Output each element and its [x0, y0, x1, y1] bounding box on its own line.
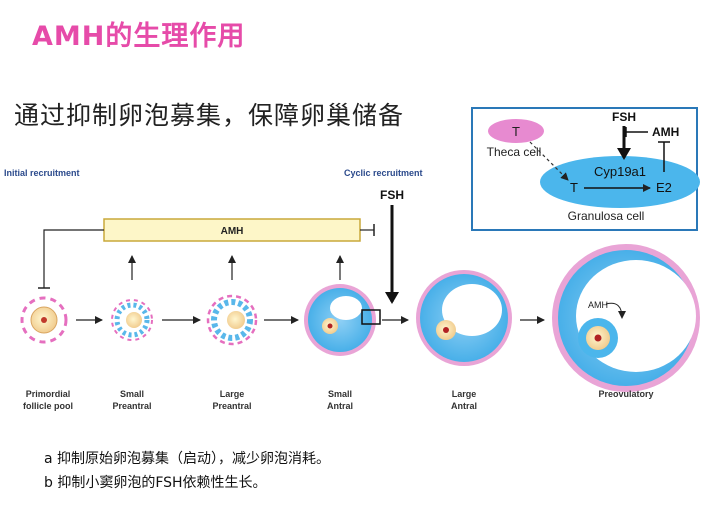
cyclic-recruitment-label: Cyclic recruitment	[344, 168, 423, 178]
stage-large-antral-line2: Antral	[451, 401, 477, 411]
stage-large-antral-line1: Large	[452, 389, 477, 399]
small-antral-follicle	[304, 284, 381, 356]
stage-primordial-line2: follicle pool	[23, 401, 73, 411]
stage-primordial-line1: Primordial	[26, 389, 71, 399]
note-a: a 抑制原始卵泡募集（启动），减少卵泡消耗。	[44, 451, 331, 467]
mechanism-inset: T Theca cell FSH AMH T Cyp19a1 E2 Granul…	[471, 107, 700, 231]
granulosa-cell-shape	[540, 156, 700, 208]
amh-follicle-diagram: T Theca cell FSH AMH T Cyp19a1 E2 Granul…	[4, 107, 700, 411]
stage-preovulatory-line1: Preovulatory	[598, 389, 653, 399]
theca-cell-shape	[488, 119, 544, 143]
preovulatory-follicle: AMH	[552, 244, 700, 392]
note-b: b 抑制小窦卵泡的FSH依赖性生长。	[44, 475, 267, 491]
amh-preovulatory-label: AMH	[588, 300, 608, 310]
fsh-main-label: FSH	[380, 188, 404, 202]
inset-callout-box	[361, 309, 381, 325]
page-title: AMH的生理作用	[32, 21, 246, 52]
inset-amh-label: AMH	[652, 125, 679, 139]
page-subtitle: 通过抑制卵泡募集，保障卵巢储备	[14, 101, 405, 130]
stage-small-preantral-line1: Small	[120, 389, 144, 399]
inset-enzyme-label: Cyp19a1	[594, 164, 646, 179]
stage-small-antral-line2: Antral	[327, 401, 353, 411]
inset-fsh-label: FSH	[612, 110, 636, 124]
stage-large-preantral-line1: Large	[220, 389, 245, 399]
inset-t-theca: T	[512, 124, 520, 139]
granulosa-cell-label: Granulosa cell	[568, 209, 645, 223]
inset-t-label: T	[570, 180, 578, 195]
amh-bar-label: AMH	[221, 226, 244, 237]
primordial-follicle	[20, 296, 68, 344]
stage-large-preantral-line2: Preantral	[212, 401, 251, 411]
amh-inhibit-primordial-line	[43, 229, 104, 288]
large-preantral-follicle	[206, 294, 258, 346]
large-antral-follicle	[416, 270, 512, 366]
initial-recruitment-label: Initial recruitment	[4, 168, 80, 178]
theca-cell-label: Theca cell	[487, 145, 542, 159]
small-preantral-follicle	[111, 299, 153, 341]
inset-dashed-arrow	[529, 141, 569, 181]
stage-small-antral-line1: Small	[328, 389, 352, 399]
inset-e2-label: E2	[656, 180, 672, 195]
stage-small-preantral-line2: Preantral	[112, 401, 151, 411]
